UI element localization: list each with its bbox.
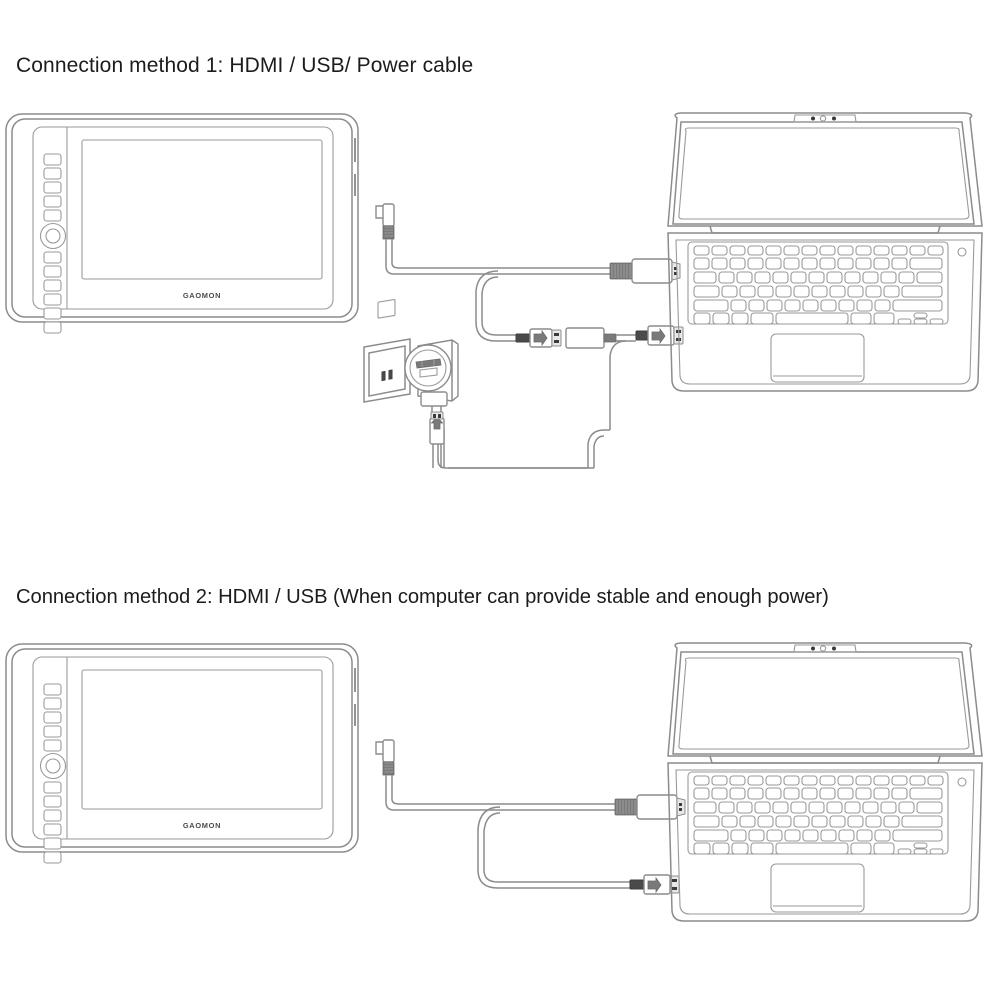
tablet-device: GAOMON xyxy=(5,113,359,334)
scroll-dial[interactable] xyxy=(39,752,67,780)
trackpad[interactable] xyxy=(770,333,865,383)
usb-plug-to-laptop xyxy=(635,325,684,346)
tablet-device: GAOMON xyxy=(5,643,359,864)
power-button-icon[interactable] xyxy=(957,777,967,787)
webcam xyxy=(793,114,857,123)
tablet-cable-connector xyxy=(375,203,395,240)
wall-outlet xyxy=(363,299,411,403)
method-2-diagram: GAOMON xyxy=(0,630,1000,960)
express-keys-top[interactable] xyxy=(43,153,62,222)
method-1-heading: Connection method 1: HDMI / USB/ Power c… xyxy=(16,54,474,77)
express-keys-bottom[interactable] xyxy=(43,251,62,334)
two-in-one-cable xyxy=(375,739,686,895)
express-keys-bottom[interactable] xyxy=(43,781,62,864)
power-button-icon[interactable] xyxy=(957,247,967,257)
method-1-diagram: GAOMON xyxy=(0,100,1000,500)
usb-plug-to-laptop xyxy=(629,874,680,895)
adapter-usb-connector xyxy=(429,406,445,468)
hdmi-connector xyxy=(614,794,686,820)
express-keys-top[interactable] xyxy=(43,683,62,752)
usb-plug-to-adapter xyxy=(515,328,562,348)
tablet-brand-logo: GAOMON xyxy=(183,291,221,300)
hdmi-connector xyxy=(609,258,681,284)
laptop-device xyxy=(667,642,983,922)
tablet-brand-logo: GAOMON xyxy=(183,821,221,830)
three-in-one-cable xyxy=(375,203,684,469)
tablet-cable-connector xyxy=(375,739,395,776)
power-adapter xyxy=(404,339,459,468)
webcam xyxy=(793,644,857,653)
keyboard[interactable] xyxy=(693,775,944,855)
adapter-prongs xyxy=(415,358,442,378)
laptop-device xyxy=(667,112,983,392)
trackpad[interactable] xyxy=(770,863,865,913)
keyboard[interactable] xyxy=(693,245,944,325)
usb-adapter-extension xyxy=(565,327,617,349)
scroll-dial[interactable] xyxy=(39,222,67,250)
method-2-heading: Connection method 2: HDMI / USB (When co… xyxy=(16,586,829,608)
